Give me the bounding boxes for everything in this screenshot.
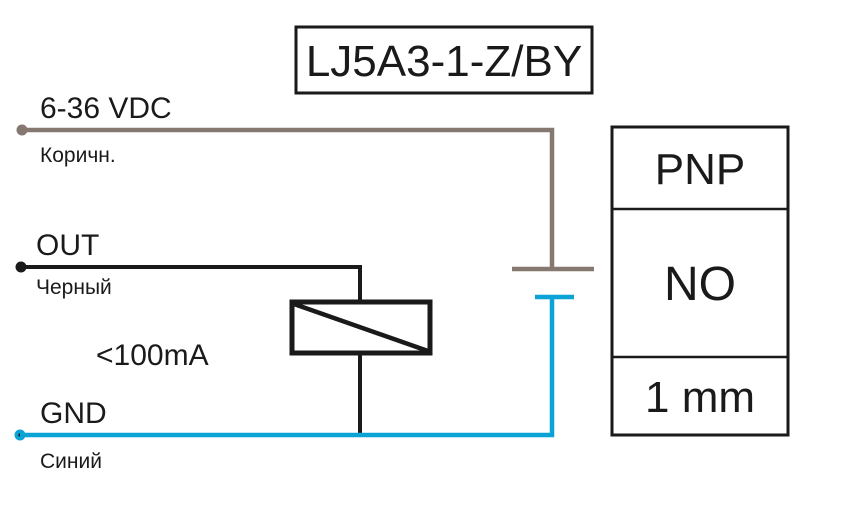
spec-table-frame [610, 125, 790, 437]
load-current-label: <100mA [96, 339, 209, 372]
power-wire: 6-36 VDC Коричн. [16, 92, 594, 272]
power-color-label: Коричн. [40, 144, 116, 167]
model-title-box: LJ5A3-1-Z/BY [294, 25, 594, 95]
output-line [21, 265, 362, 302]
ground-wire: GND Синий [14, 294, 574, 473]
title-frame [294, 25, 594, 95]
spec-table: PNP NO 1 mm [610, 125, 790, 437]
output-label: OUT [36, 229, 99, 262]
spec-output-type: PNP [655, 145, 745, 194]
power-label: 6-36 VDC [40, 92, 172, 125]
ground-label: GND [40, 397, 107, 430]
power-line [22, 127, 555, 269]
output-wire: OUT Черный [15, 229, 362, 302]
model-title: LJ5A3-1-Z/BY [306, 37, 582, 86]
output-color-label: Черный [36, 276, 112, 299]
spec-sensing-distance: 1 mm [645, 373, 755, 422]
load-relay: <100mA [96, 299, 433, 435]
ground-line [20, 297, 555, 438]
relay-diagonal [293, 301, 429, 354]
ground-color-label: Синий [40, 450, 102, 473]
spec-contact-type: NO [664, 258, 736, 311]
